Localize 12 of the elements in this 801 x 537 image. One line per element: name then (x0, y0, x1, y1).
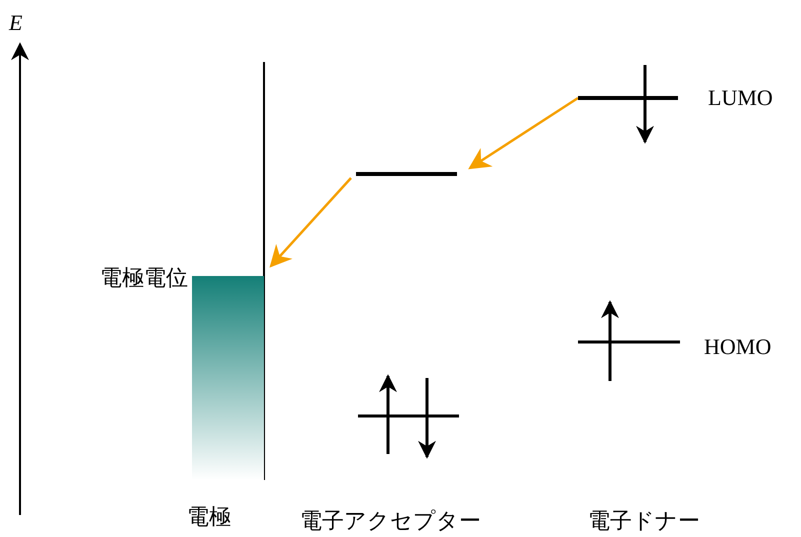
level-label: LUMO (708, 87, 773, 109)
column-label: 電極 (187, 506, 231, 528)
electron-transfer-arrow (468, 96, 579, 170)
level-label: 電極電位 (100, 267, 188, 289)
energy-level (356, 172, 457, 176)
electron-transfer-arrow (270, 177, 352, 268)
column-label: 電子アクセプター (300, 510, 481, 532)
energy-level (578, 96, 678, 100)
axis-label: E (9, 12, 22, 34)
level-label: HOMO (704, 336, 772, 358)
column-label: 電子ドナー (588, 510, 700, 532)
electrode-bar (192, 276, 264, 480)
